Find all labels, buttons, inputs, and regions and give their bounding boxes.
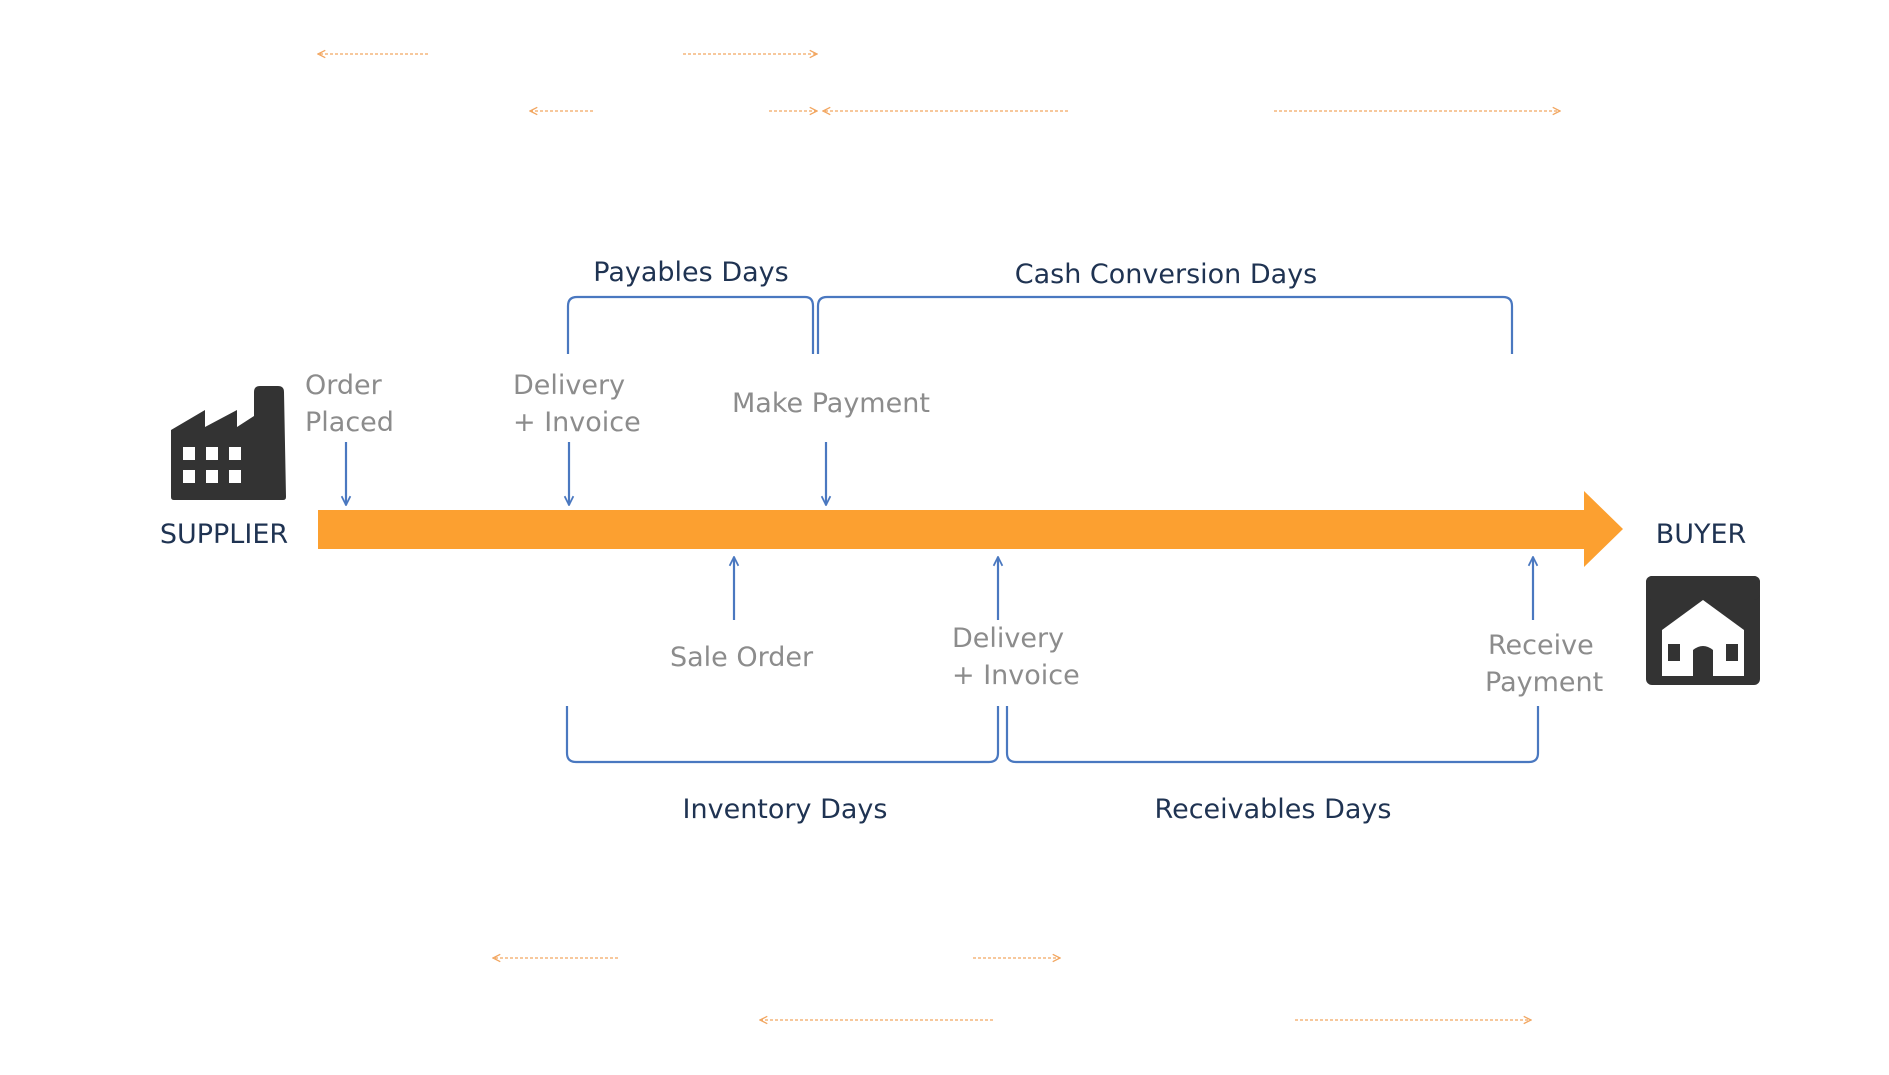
bracket-payables-days <box>566 295 815 354</box>
supplier-label: SUPPLIER <box>160 519 288 550</box>
decorative-dashed-arrows-top <box>318 54 1560 111</box>
event-label-sale-order: Sale Order <box>670 642 814 673</box>
store-icon <box>1646 576 1760 685</box>
factory-icon <box>171 386 286 500</box>
top-span-brackets <box>566 295 1514 354</box>
buyer-label: BUYER <box>1656 519 1747 550</box>
bracket-receivables-days <box>1005 706 1540 764</box>
bottom-span-brackets <box>565 706 1540 764</box>
bracket-inventory-days <box>565 706 1000 764</box>
span-label-inventory-days: Inventory Days <box>683 794 888 825</box>
event-label-delivery-invoice-below: Delivery + Invoice <box>952 623 1080 691</box>
event-label-delivery-invoice-above: Delivery + Invoice <box>513 370 641 438</box>
timeline-arrow <box>318 491 1623 567</box>
decorative-dashed-arrows-bottom <box>493 958 1531 1020</box>
bracket-cash-conversion-days <box>816 295 1514 354</box>
event-label-receive-payment: Receive Payment <box>1485 630 1603 698</box>
event-label-order-placed: Order Placed <box>305 370 394 438</box>
span-label-receivables-days: Receivables Days <box>1155 794 1392 825</box>
span-label-payables-days: Payables Days <box>593 257 788 288</box>
event-arrows-below <box>734 557 1533 620</box>
event-label-make-payment: Make Payment <box>732 388 930 419</box>
event-arrows-above <box>346 442 826 505</box>
span-label-cash-conversion-days: Cash Conversion Days <box>1015 259 1318 290</box>
